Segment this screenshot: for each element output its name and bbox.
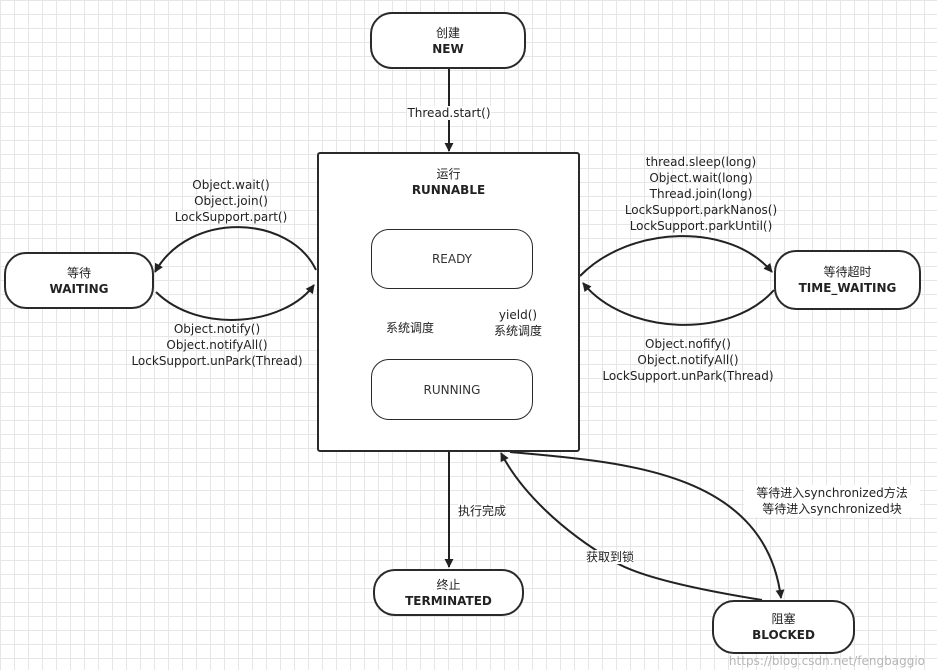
arrow-runnable-to-blocked — [509, 451, 785, 599]
state-blocked-zh: 阻塞 — [771, 612, 796, 626]
label-thread-start-text: Thread.start() — [407, 106, 491, 120]
label-from-blocked: 获取到锁 — [580, 549, 640, 565]
state-running-label: RUNNING — [423, 382, 481, 397]
label-ready-to-running: 系统调度 — [380, 320, 440, 336]
label-to-blocked: 等待进入synchronized方法 等待进入synchronized块 — [744, 485, 920, 517]
runnable-title: 运行 RUNNABLE — [319, 166, 578, 198]
state-new-zh: 创建 — [435, 25, 460, 40]
label-to-waiting-1: Object.wait() — [192, 178, 270, 192]
label-from-blocked-text: 获取到锁 — [585, 550, 634, 564]
label-from-timed-1: Object.nofify() — [645, 337, 731, 351]
state-new-en: NEW — [432, 41, 464, 56]
arrow-blocked-to-runnable — [500, 452, 763, 601]
label-to-waiting: Object.wait() Object.join() LockSupport.… — [150, 177, 312, 225]
arrow-waiting-to-runnable — [155, 284, 315, 321]
label-to-timed-5: LockSupport.parkUntil() — [629, 219, 773, 233]
label-from-waiting-1: Object.notify() — [173, 322, 261, 336]
label-running-to-ready-2: 系统调度 — [487, 323, 549, 339]
state-runnable-en: RUNNABLE — [411, 183, 486, 197]
state-running: RUNNING — [371, 359, 533, 420]
state-timed-waiting: 等待超时 TIME_WAITING — [774, 250, 921, 310]
label-from-timed-2: Object.notifyAll() — [637, 353, 739, 367]
label-to-blocked-1: 等待进入synchronized方法 — [744, 485, 920, 501]
label-ready-to-running-text: 系统调度 — [385, 321, 434, 335]
label-thread-start: Thread.start() — [395, 105, 503, 121]
label-from-waiting-3: LockSupport.unPark(Thread) — [131, 354, 303, 368]
label-from-timed: Object.nofify() Object.notifyAll() LockS… — [594, 336, 782, 384]
state-blocked-en: BLOCKED — [752, 628, 815, 642]
label-from-waiting: Object.notify() Object.notifyAll() LockS… — [122, 321, 312, 369]
state-runnable-zh: 运行 — [436, 167, 461, 181]
label-running-to-ready: yield() 系统调度 — [487, 307, 549, 339]
state-waiting-zh: 等待 — [66, 265, 91, 280]
state-timed-waiting-en: TIME_WAITING — [798, 281, 897, 295]
arrow-runnable-to-timed — [579, 235, 773, 277]
state-terminated-zh: 终止 — [436, 577, 461, 592]
state-blocked: 阻塞 BLOCKED — [712, 600, 855, 654]
label-to-timed-1: thread.sleep(long) — [645, 155, 757, 169]
label-to-timed-3: Thread.join(long) — [649, 187, 753, 201]
state-new: 创建 NEW — [370, 12, 526, 69]
label-from-timed-3: LockSupport.unPark(Thread) — [602, 369, 774, 383]
state-terminated: 终止 TERMINATED — [373, 569, 524, 616]
label-to-timed: thread.sleep(long) Object.wait(long) Thr… — [612, 154, 790, 234]
label-to-waiting-3: LockSupport.part() — [174, 210, 288, 224]
arrow-timed-to-runnable — [582, 282, 775, 326]
arrow-runnable-to-waiting — [154, 226, 317, 273]
state-ready-label: READY — [431, 252, 473, 266]
state-ready: READY — [371, 229, 533, 289]
label-to-timed-4: LockSupport.parkNanos() — [624, 203, 778, 217]
state-waiting: 等待 WAITING — [4, 252, 154, 309]
label-from-waiting-2: Object.notifyAll() — [166, 338, 268, 352]
label-running-to-ready-1: yield() — [487, 307, 549, 323]
label-finish-text: 执行完成 — [457, 504, 506, 518]
state-waiting-en: WAITING — [49, 281, 109, 296]
label-to-waiting-2: Object.join() — [194, 194, 268, 208]
label-to-blocked-2: 等待进入synchronized块 — [744, 501, 920, 517]
state-timed-waiting-zh: 等待超时 — [823, 265, 872, 279]
watermark: https://blog.csdn.net/fengbaggio — [728, 654, 925, 668]
label-finish: 执行完成 — [451, 503, 513, 519]
state-terminated-en: TERMINATED — [405, 593, 492, 608]
label-to-timed-2: Object.wait(long) — [649, 171, 753, 185]
